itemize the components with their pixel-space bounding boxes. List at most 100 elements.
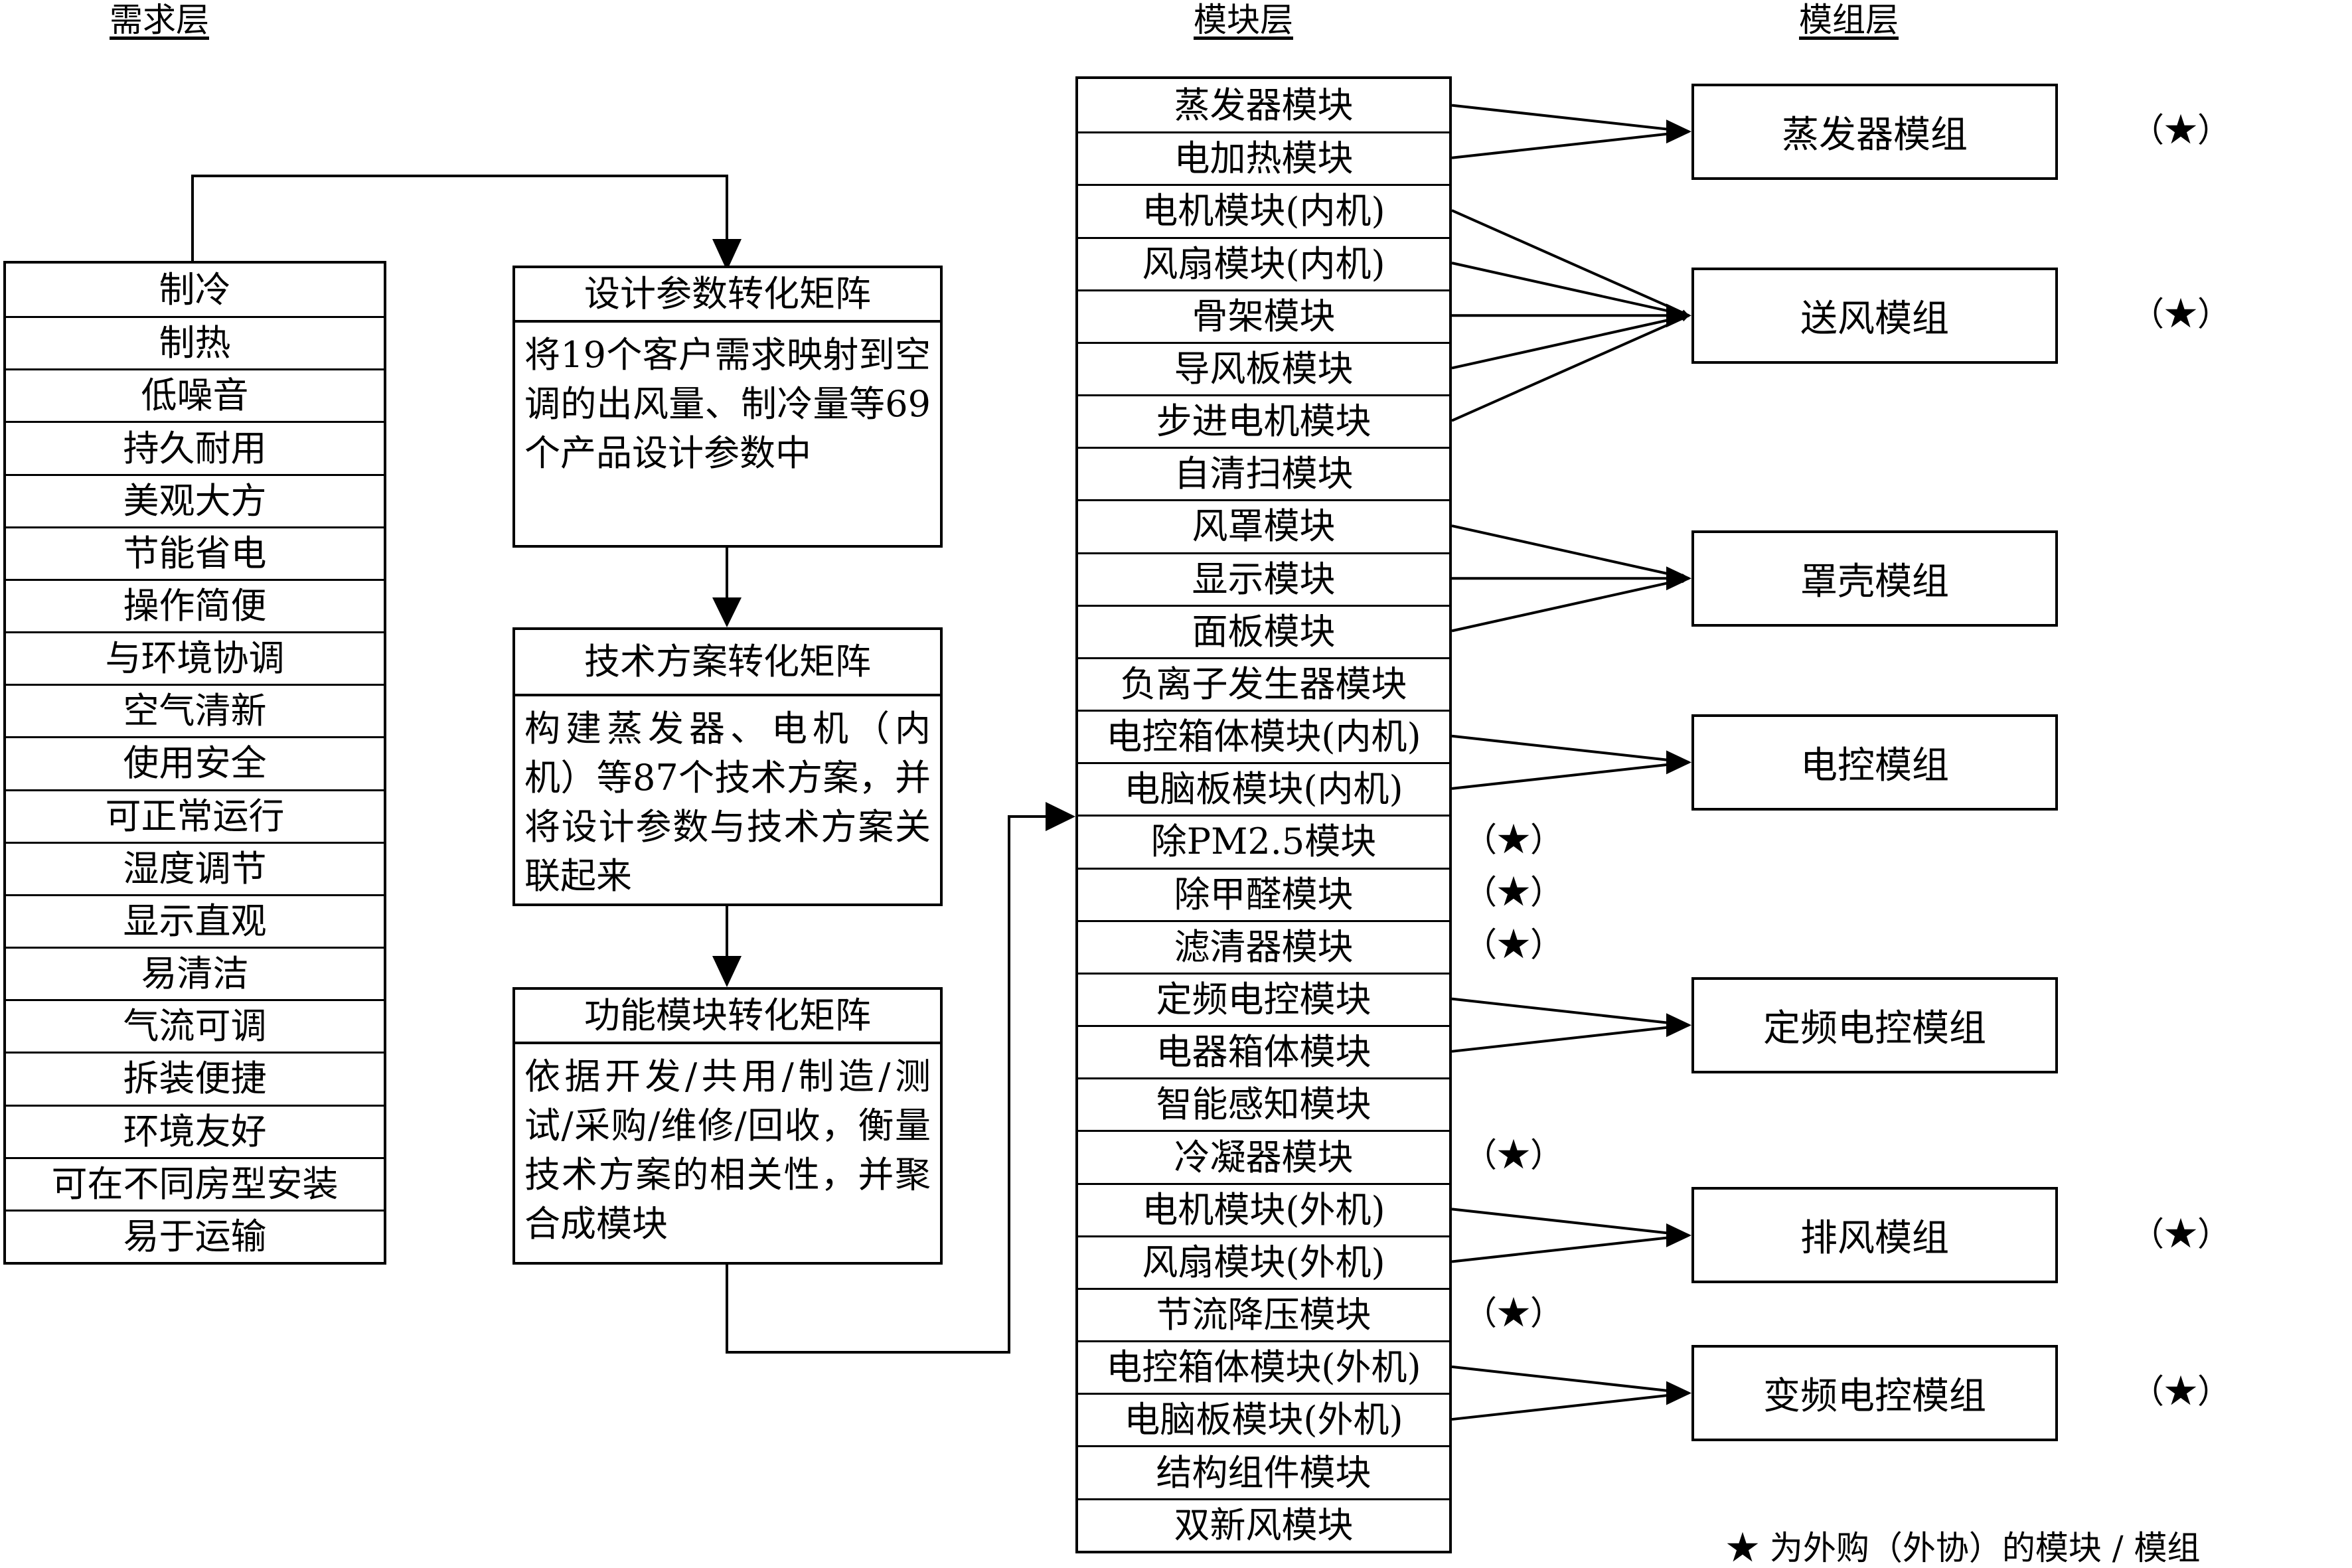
- module-outsourced-mark: （★）: [1464, 821, 1563, 860]
- group-arrowhead: [1666, 750, 1691, 775]
- demand-item: 可在不同房型安装: [6, 1156, 384, 1210]
- module-to-group-link: [1451, 1208, 1689, 1238]
- demand-item: 使用安全: [6, 736, 384, 789]
- module-to-group-link: [1451, 104, 1689, 134]
- demand-item: 环境友好: [6, 1104, 384, 1157]
- demand-to-matrix-connector: [191, 175, 728, 261]
- module-list: 蒸发器模块电加热模块电机模块(内机)风扇模块(内机)骨架模块导风板模块步进电机模…: [1075, 76, 1452, 1553]
- matrix-to-modules-arrowhead: [1046, 802, 1075, 831]
- module-item: 滤清器模块: [1078, 919, 1449, 973]
- matrix1-to-matrix2-arrowhead: [712, 597, 742, 627]
- module-item: 面板模块: [1078, 604, 1449, 657]
- demand-layer-header: 需求层: [110, 1, 209, 39]
- demand-item: 湿度调节: [6, 841, 384, 894]
- technical-solution-matrix-title: 技术方案转化矩阵: [515, 630, 940, 696]
- module-item: 双新风模块: [1078, 1498, 1449, 1551]
- module-item: 电机模块(内机): [1078, 184, 1449, 236]
- module-to-group-link: [1451, 209, 1689, 317]
- module-to-group-link: [1451, 759, 1689, 790]
- demand-list: 制冷制热低噪音持久耐用美观大方节能省电操作简便与环境协调空气清新使用安全可正常运…: [3, 261, 386, 1265]
- module-item: 导风板模块: [1078, 341, 1449, 394]
- module-item: 风扇模块(内机): [1078, 236, 1449, 289]
- demand-item: 空气清新: [6, 684, 384, 736]
- demand-item: 与环境协调: [6, 631, 384, 684]
- module-item: 除PM2.5模块: [1078, 815, 1449, 867]
- module-to-group-link: [1451, 997, 1689, 1028]
- group-outsourced-mark: （★）: [2131, 1214, 2231, 1253]
- module-item: 电机模块(外机): [1078, 1182, 1449, 1235]
- module-item: 步进电机模块: [1078, 394, 1449, 447]
- matrix-to-modules-connector: [726, 815, 1049, 1354]
- module-layer-header: 模块层: [1194, 1, 1293, 39]
- module-outsourced-mark: （★）: [1464, 925, 1563, 965]
- function-module-matrix-body: 依据开发/共用/制造/测试/采购/维修/回收，衡量技术方案的相关性，并聚合成模块: [524, 1056, 931, 1245]
- module-outsourced-mark: （★）: [1464, 1136, 1563, 1175]
- group-box: 蒸发器模组: [1691, 83, 2058, 180]
- module-to-group-link: [1451, 129, 1689, 159]
- group-arrowhead: [1666, 1381, 1691, 1405]
- module-item: 骨架模块: [1078, 289, 1449, 342]
- demand-item: 操作简便: [6, 578, 384, 631]
- module-to-group-link: [1451, 734, 1689, 765]
- module-item: 电控箱体模块(内机): [1078, 710, 1449, 762]
- module-outsourced-mark: （★）: [1464, 873, 1563, 912]
- module-item: 风扇模块(外机): [1078, 1235, 1449, 1288]
- demand-item: 气流可调: [6, 999, 384, 1052]
- function-module-matrix: 功能模块转化矩阵 依据开发/共用/制造/测试/采购/维修/回收，衡量技术方案的相…: [512, 987, 943, 1265]
- design-parameter-matrix-body: 将19个客户需求映射到空调的出风量、制冷量等69个产品设计参数中: [524, 334, 931, 474]
- module-item: 结构组件模块: [1078, 1445, 1449, 1498]
- group-outsourced-mark: （★）: [2131, 111, 2231, 150]
- module-item: 电脑板模块(外机): [1078, 1393, 1449, 1445]
- function-module-matrix-title: 功能模块转化矩阵: [515, 990, 940, 1044]
- demand-to-matrix-arrowhead: [712, 239, 742, 271]
- module-item: 蒸发器模块: [1174, 84, 1354, 126]
- module-item: 自清扫模块: [1078, 447, 1449, 499]
- module-item: 电脑板模块(内机): [1078, 762, 1449, 815]
- module-item: 电加热模块: [1078, 131, 1449, 184]
- group-box: 排风模组: [1691, 1187, 2058, 1284]
- module-outsourced-mark: （★）: [1464, 1293, 1563, 1332]
- group-arrowhead: [1666, 566, 1691, 591]
- demand-item: 制冷: [159, 268, 231, 311]
- design-parameter-matrix-title: 设计参数转化矩阵: [515, 268, 940, 323]
- demand-item: 可正常运行: [6, 789, 384, 842]
- demand-item: 美观大方: [6, 473, 384, 526]
- module-item: 冷凝器模块: [1078, 1130, 1449, 1182]
- module-to-group-link: [1451, 313, 1689, 370]
- module-item: 电器箱体模块: [1078, 1025, 1449, 1077]
- group-arrowhead: [1666, 119, 1691, 144]
- group-arrowhead: [1666, 1223, 1691, 1247]
- module-to-group-link: [1451, 524, 1689, 580]
- module-item: 智能感知模块: [1078, 1077, 1449, 1130]
- module-item: 显示模块: [1078, 552, 1449, 605]
- demand-item: 显示直观: [6, 894, 384, 947]
- module-item: 风罩模块: [1078, 499, 1449, 552]
- demand-item: 持久耐用: [6, 421, 384, 473]
- module-to-group-link: [1451, 1022, 1689, 1053]
- group-box: 罩壳模组: [1691, 530, 2058, 627]
- technical-solution-matrix-body: 构建蒸发器、电机（内机）等87个技术方案，并将设计参数与技术方案关联起来: [524, 708, 931, 897]
- group-outsourced-mark: （★）: [2131, 295, 2231, 334]
- module-item: 除甲醛模块: [1078, 867, 1449, 920]
- demand-item: 易于运输: [6, 1209, 384, 1262]
- demand-item: 低噪音: [6, 368, 384, 421]
- group-box: 电控模组: [1691, 714, 2058, 811]
- group-box: 定频电控模组: [1691, 977, 2058, 1073]
- design-parameter-matrix: 设计参数转化矩阵 将19个客户需求映射到空调的出风量、制冷量等69个产品设计参数…: [512, 266, 943, 548]
- matrix2-to-matrix3-arrowhead: [712, 956, 742, 987]
- module-to-group-link: [1451, 1390, 1689, 1421]
- group-box: 送风模组: [1691, 267, 2058, 364]
- demand-item: 拆装便捷: [6, 1052, 384, 1104]
- module-to-group-link: [1451, 576, 1689, 633]
- group-box: 变频电控模组: [1691, 1344, 2058, 1441]
- module-to-group-link: [1451, 314, 1689, 422]
- module-to-group-link: [1451, 262, 1689, 317]
- demand-item: 节能省电: [6, 526, 384, 579]
- module-to-group-link: [1451, 1233, 1689, 1263]
- technical-solution-matrix: 技术方案转化矩阵 构建蒸发器、电机（内机）等87个技术方案，并将设计参数与技术方…: [512, 627, 943, 906]
- group-layer-header: 模组层: [1799, 1, 1899, 39]
- demand-item: 制热: [6, 316, 384, 368]
- module-to-group-link: [1451, 1365, 1689, 1396]
- module-item: 负离子发生器模块: [1078, 657, 1449, 710]
- group-arrowhead: [1666, 1013, 1691, 1038]
